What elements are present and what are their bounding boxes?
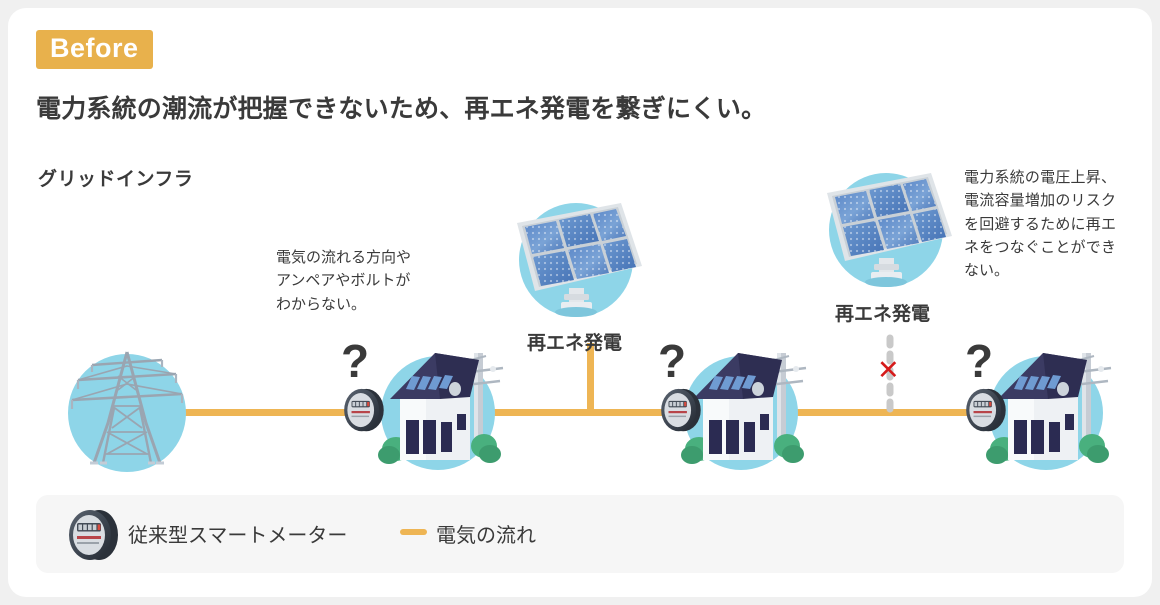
legend-flow-swatch: [400, 529, 427, 535]
annotation-left: 電気の流れる方向や アンペアやボルトが わからない。: [276, 249, 412, 313]
page-title: 電力系統の潮流が把握できないため、再エネ発電を繋ぎにくい。: [36, 95, 767, 123]
house-node-1: [344, 353, 504, 470]
house-icon: [693, 353, 782, 460]
legend: 従来型スマートメーター 電気の流れ: [36, 495, 1124, 573]
label-solar-right: 再エネ発電: [835, 304, 931, 325]
power-flow-lines: [176, 343, 1028, 416]
solar-array-node-mid: [517, 203, 642, 317]
legend-meter-label: 従来型スマートメーター: [128, 525, 348, 547]
house-node-3: [966, 353, 1112, 470]
legend-smart-meter-icon: [69, 510, 118, 560]
solar-panel-icon: [517, 203, 642, 317]
house-node-2: [661, 353, 807, 470]
smart-meter-icon: [661, 388, 701, 432]
before-badge: Before: [36, 30, 153, 70]
infographic-card: Before 電力系統の潮流が把握できないため、再エネ発電を繋ぎにくい。 グリッ…: [8, 8, 1152, 597]
grid-infrastructure-diagram: [68, 173, 1112, 472]
smart-meter-icon: [344, 388, 384, 432]
legend-flow-label: 電気の流れ: [436, 525, 536, 547]
label-solar-mid: 再エネ発電: [527, 333, 623, 354]
annotation-right: 電力系統の電圧上昇、電流容量増加のリスクを回避するために再エネをつなぐことができ…: [964, 169, 1116, 279]
question-mark-3: ?: [965, 335, 994, 387]
blocked-connection-icon: ✕: [877, 355, 900, 385]
transmission-tower-icon: [70, 351, 184, 465]
solar-panel-icon: [827, 173, 952, 287]
house-icon: [998, 353, 1087, 460]
solar-array-node-right: [827, 173, 952, 287]
section-label: グリッドインフラ: [38, 169, 194, 190]
transmission-tower-node: [68, 351, 186, 472]
house-icon: [390, 353, 479, 460]
question-mark-1: ?: [341, 335, 370, 387]
smart-meter-icon: [966, 388, 1006, 432]
question-mark-2: ?: [658, 335, 687, 387]
